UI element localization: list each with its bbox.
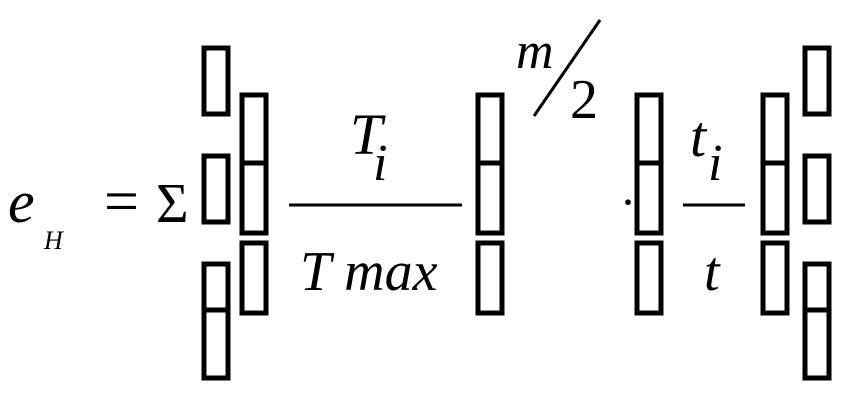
sum-symbol: Σ — [156, 173, 189, 235]
equals-sign: = — [104, 168, 139, 236]
lhs-symbol: e — [8, 169, 35, 235]
fraction1-numerator-subscript: i — [373, 135, 387, 192]
lhs-subscript: Н — [43, 226, 64, 255]
outer-left-bracket-glyph — [201, 45, 231, 381]
fraction2-numerator-base: t — [690, 104, 708, 169]
right-paren-glyph-2 — [760, 92, 790, 316]
fraction2-numerator-subscript: i — [708, 135, 722, 192]
exponent-numerator: m — [516, 23, 554, 80]
fraction2-denominator: t — [704, 241, 721, 303]
left-paren-glyph-2 — [634, 92, 664, 316]
fraction1-numerator-base: T — [350, 102, 386, 167]
exponent-slash — [532, 19, 602, 117]
fraction1-denominator: T max — [300, 241, 438, 303]
outer-right-bracket-glyph — [802, 45, 832, 381]
exponent-denominator: 2 — [570, 69, 598, 131]
left-paren-glyph — [239, 92, 269, 316]
right-paren-glyph — [475, 92, 505, 316]
multiplication-dot: · — [620, 176, 636, 229]
